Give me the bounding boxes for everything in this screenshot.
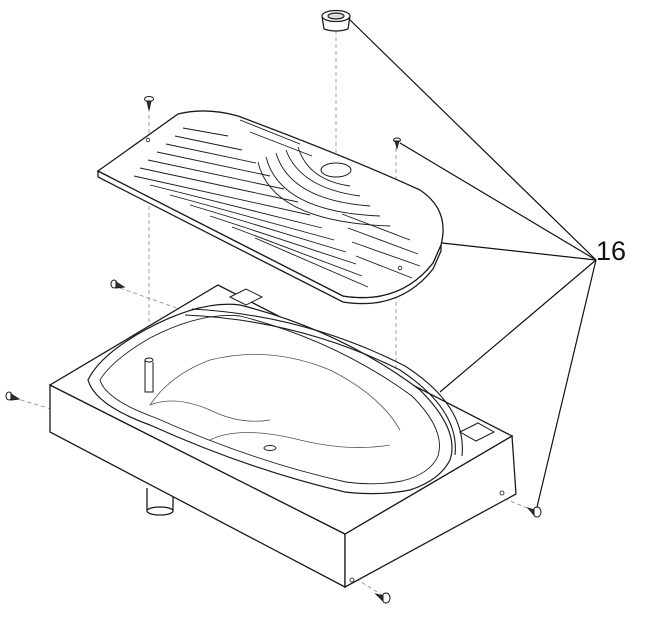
grate-hole-right	[397, 265, 403, 271]
callout-label: 16	[596, 236, 627, 266]
grate-slots	[133, 119, 421, 288]
leader-top-screw	[399, 142, 597, 261]
grate-arcs	[257, 146, 391, 227]
screw-top-right	[393, 137, 401, 150]
leader-tray	[439, 259, 597, 393]
screw-bottom	[374, 592, 391, 604]
screw-top-left	[144, 96, 154, 111]
leader-grate	[441, 242, 597, 261]
cup-grommet	[321, 9, 351, 32]
callout-leaders	[347, 17, 597, 508]
drip-grate	[96, 110, 444, 305]
alignment-line-bottom-screw	[349, 574, 383, 596]
alignment-line-front-right-screw	[497, 495, 533, 511]
alignment-line-side-screw	[119, 287, 206, 319]
grate-hole-left	[145, 137, 151, 143]
screw-front-left	[5, 391, 21, 401]
pocket-top	[228, 288, 264, 306]
grate-drain-hole	[320, 162, 352, 178]
pocket-right	[458, 422, 496, 442]
drip-tray-box	[48, 284, 517, 589]
leader-cup	[347, 17, 597, 261]
leader-front-screw	[536, 259, 597, 508]
screw-front-right	[526, 506, 542, 518]
screw-side-left	[110, 279, 126, 289]
tray-drain-hole	[263, 445, 277, 451]
alignment-line-front-left-screw	[13, 397, 56, 411]
